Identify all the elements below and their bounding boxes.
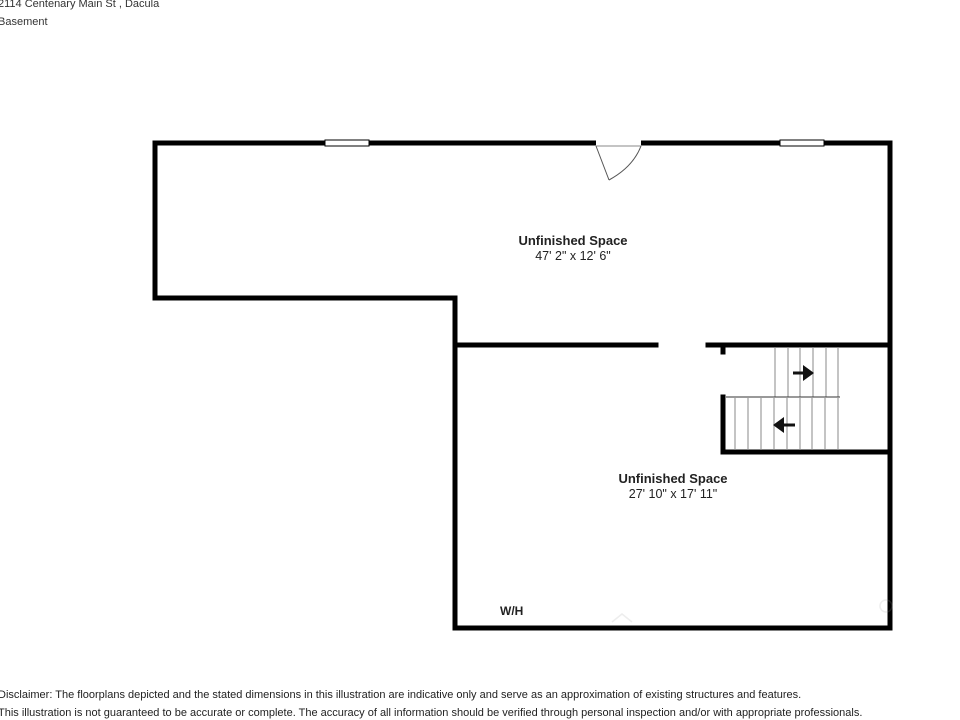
window (779, 139, 825, 147)
room-2-name: Unfinished Space (618, 471, 727, 486)
floor-name: Basement (0, 16, 48, 28)
watermark-icon (611, 599, 893, 623)
disclaimer-line-2: This illustration is not guaranteed to b… (0, 707, 863, 719)
window (324, 139, 370, 147)
room-2-dimensions: 27' 10" x 17' 11" (629, 487, 717, 501)
door (595, 139, 642, 181)
water-heater-label: W/H (500, 604, 523, 618)
disclaimer-line-1: Disclaimer: The floorplans depicted and … (0, 689, 802, 701)
room-1-name: Unfinished Space (518, 233, 627, 248)
stairs (726, 347, 840, 450)
stair-arrow-left-icon (773, 417, 795, 433)
property-address: 2114 Centenary Main St , Dacula (0, 0, 160, 10)
stair-arrow-right-icon (793, 365, 814, 381)
walls (152, 140, 893, 631)
outer-wall (152, 140, 893, 631)
room-1-dimensions: 47' 2" x 12' 6" (535, 249, 611, 263)
